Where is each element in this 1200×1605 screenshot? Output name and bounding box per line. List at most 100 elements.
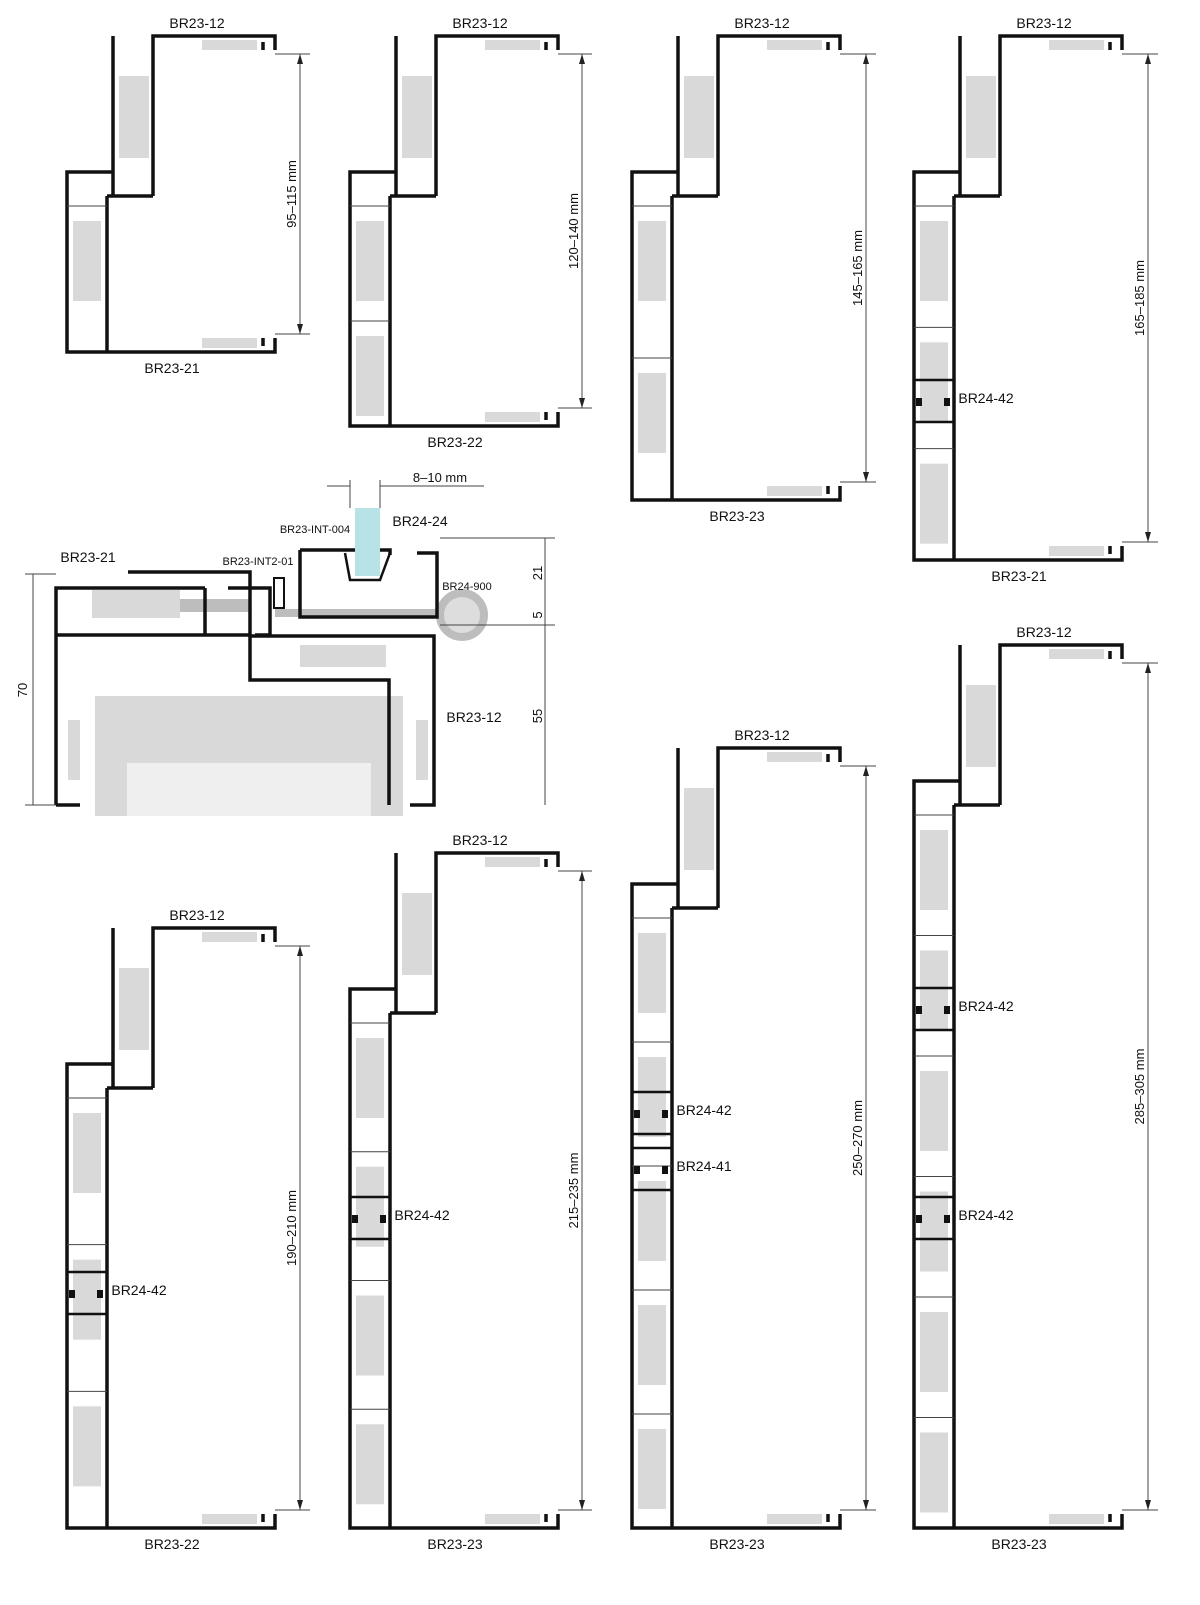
top-rail: [716, 746, 842, 908]
glass-thickness-label: 8–10 mm: [413, 470, 467, 485]
step-frame: [348, 170, 436, 198]
top-profile-label: BR23-12: [734, 15, 789, 31]
connector-clip: [634, 1110, 640, 1118]
thermal-insert: [920, 830, 948, 910]
thermal-insert: [684, 788, 714, 870]
connector-clip: [662, 1110, 668, 1118]
top-profile-label: BR23-12: [1016, 15, 1071, 31]
step-frame: [65, 170, 153, 198]
connector-outline: [914, 1195, 954, 1241]
dimension-label: 165–185 mm: [1132, 260, 1147, 336]
thermal-insert: [202, 1514, 257, 1524]
thermal-insert: [1049, 649, 1104, 659]
bottom-rail: [630, 196, 842, 502]
screw-label: BR24-900: [442, 581, 492, 593]
connector-clip: [380, 1215, 386, 1223]
connector-clip: [916, 1215, 922, 1223]
thermal-insert: [638, 221, 666, 301]
dim-70-label: 70: [15, 683, 30, 697]
dimension-line: [1122, 662, 1158, 1511]
bottom-profile-label: BR23-22: [427, 434, 482, 450]
connector-clip: [944, 398, 950, 406]
connector-clip: [634, 1166, 640, 1174]
top-profile-label: BR23-12: [169, 907, 224, 923]
inner-insert: [127, 763, 371, 816]
thermal-insert: [638, 1429, 666, 1509]
dim-21-label: 21: [530, 566, 545, 580]
dimension-line: [275, 53, 310, 335]
dimension-label: 95–115 mm: [284, 160, 299, 228]
thermal-insert: [638, 933, 666, 1013]
thermal-insert: [920, 950, 948, 1031]
bottom-profile-label: BR23-23: [991, 1536, 1046, 1552]
seal-label: BR23-INT2-01: [223, 556, 294, 568]
dimension-line: [558, 53, 592, 409]
dimension-label: 215–235 mm: [566, 1153, 581, 1229]
thermal-insert: [119, 76, 149, 158]
thermal-insert: [485, 857, 540, 867]
frame-profile: [54, 570, 252, 805]
dim-55-label: 55: [530, 709, 545, 723]
dimension-line: [558, 870, 592, 1511]
top-profile-label: BR23-12: [734, 727, 789, 743]
thermal-insert: [920, 1191, 948, 1272]
thermal-insert: [638, 1305, 666, 1385]
thermal-insert: [485, 412, 540, 422]
step-frame: [912, 779, 1000, 807]
bottom-profile-label: BR23-23: [427, 1536, 482, 1552]
thermal-insert: [920, 1312, 948, 1392]
top-profile-label: BR23-12: [452, 832, 507, 848]
connector-label: BR24-42: [958, 390, 1013, 406]
thermal-insert: [73, 221, 101, 301]
box-label: BR23-12: [446, 709, 501, 725]
connector-clip: [352, 1215, 358, 1223]
connector-clip: [916, 1006, 922, 1014]
thermal-insert: [202, 932, 257, 942]
thermal-insert: [416, 720, 428, 780]
dimension-label: 120–140 mm: [566, 193, 581, 269]
dim-5-label: 5: [530, 611, 545, 618]
thermal-insert: [1049, 546, 1104, 556]
thermal-insert: [966, 685, 996, 767]
bottom-rail: [630, 908, 842, 1530]
thermal-insert: [402, 76, 432, 158]
detail-dimension-lines: [25, 480, 555, 806]
top-profile-label: BR23-12: [169, 15, 224, 31]
bottom-rail: [912, 196, 1124, 562]
dimension-label: 250–270 mm: [850, 1100, 865, 1176]
thermal-insert: [202, 40, 257, 50]
thermal-insert: [920, 342, 948, 423]
dimension-line: [840, 53, 876, 483]
thermal-insert: [202, 338, 257, 348]
dimension-line: [1122, 53, 1158, 543]
thermal-insert: [920, 1432, 948, 1513]
connector-clip: [944, 1006, 950, 1014]
thermal-insert: [356, 1295, 384, 1376]
top-profile-label: BR23-12: [1016, 624, 1071, 640]
thermal-insert: [356, 336, 384, 416]
thermal-insert: [1049, 1514, 1104, 1524]
top-rail: [716, 34, 842, 196]
connector-clip: [69, 1290, 75, 1298]
connector-outline: [914, 378, 954, 424]
connector-label: BR24-41: [676, 1158, 731, 1174]
connector-outline: [632, 1090, 672, 1136]
top-profile-label: BR23-12: [452, 15, 507, 31]
bottom-rail: [348, 1013, 560, 1530]
connector-label: BR24-42: [676, 1102, 731, 1118]
thermal-insert: [356, 1424, 384, 1505]
thermal-insert: [119, 968, 149, 1050]
bottom-profile-label: BR23-23: [709, 1536, 764, 1552]
dimension-label: 190–210 mm: [284, 1190, 299, 1266]
thermal-insert: [767, 486, 822, 496]
connector-outline: [632, 1146, 672, 1192]
connector-label: BR24-42: [111, 1282, 166, 1298]
thermal-insert: [638, 1181, 666, 1261]
